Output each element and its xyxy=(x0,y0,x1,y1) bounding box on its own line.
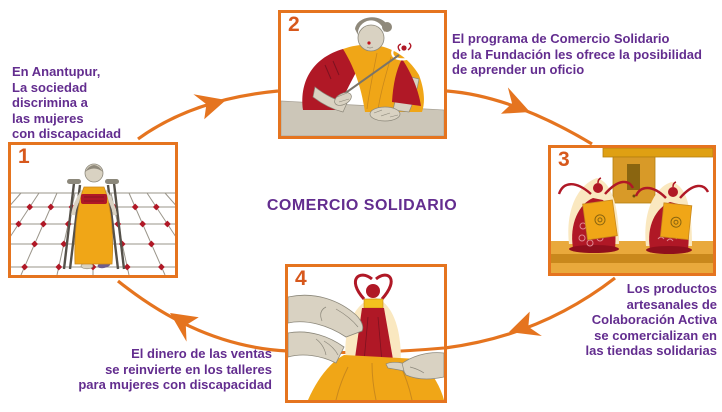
buyer-hand xyxy=(385,352,444,380)
craft-doll-right xyxy=(634,181,710,254)
step-panel-3: 3 xyxy=(548,145,716,276)
woman-with-crutches xyxy=(62,163,126,270)
step-panel-1: 1 xyxy=(8,142,178,278)
hands-exchange-illustration xyxy=(288,273,444,400)
arrow-curve-1-to-2 xyxy=(137,89,279,141)
woman-painting-figurine-illustration xyxy=(281,17,444,136)
step-2-number: 2 xyxy=(288,13,300,36)
craft-dolls-shop-illustration xyxy=(551,148,713,273)
paint-brush xyxy=(336,54,400,100)
diagram-title: COMERCIO SOLIDARIO xyxy=(266,197,458,214)
step-3-caption: Los productos artesanales de Colaboració… xyxy=(585,281,717,358)
woman-with-crutches-illustration xyxy=(11,163,175,275)
arrowhead-to-step4 xyxy=(504,310,542,346)
exchanged-figurine xyxy=(353,273,394,365)
arrow-curve-2-to-3 xyxy=(446,89,593,146)
step-2-caption: El programa de Comercio Solidario de la … xyxy=(452,31,702,77)
arrowhead-to-step3 xyxy=(497,87,536,124)
figurine-being-painted xyxy=(391,41,421,106)
arrowhead-to-step1 xyxy=(161,302,203,342)
step-1-caption: En Anantupur, La sociedad discrimina a l… xyxy=(12,64,122,141)
step-4-caption: El dinero de las ventas se reinvierte en… xyxy=(78,346,272,392)
step-panel-2: 2 xyxy=(278,10,447,139)
step-1-number: 1 xyxy=(18,145,30,168)
step-3-number: 3 xyxy=(558,148,570,171)
hands xyxy=(334,92,401,122)
craft-doll-left xyxy=(557,177,635,253)
giver-hands xyxy=(288,294,364,364)
step-panel-4: 4 xyxy=(285,264,447,403)
step-4-number: 4 xyxy=(295,267,307,290)
arrowhead-to-step2 xyxy=(193,86,230,121)
